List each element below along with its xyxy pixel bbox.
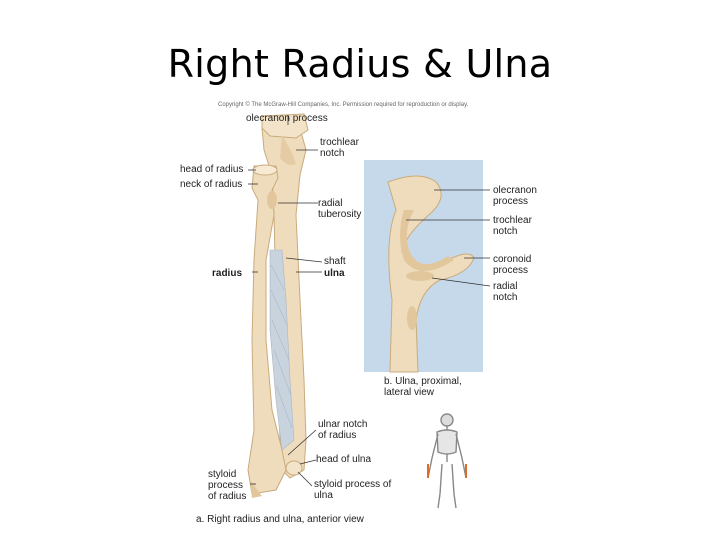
label-trochlear-notch-b: trochlear notch bbox=[493, 215, 543, 237]
caption-panel-b: b. Ulna, proximal, lateral view bbox=[384, 376, 484, 398]
label-ulna: ulna bbox=[324, 268, 345, 279]
label-shaft: shaft bbox=[324, 256, 346, 267]
label-ulnar-notch-of-radius: ulnar notch of radius bbox=[318, 419, 378, 441]
radial-head bbox=[253, 165, 277, 175]
radius-ulna-anterior-view bbox=[248, 114, 308, 498]
skeleton-figure-icon bbox=[428, 414, 466, 508]
label-radius: radius bbox=[212, 268, 242, 279]
label-trochlear-notch-a: trochlear notch bbox=[320, 137, 366, 159]
label-radial-tuberosity: radial tuberosity bbox=[318, 198, 364, 220]
label-radial-notch: radial notch bbox=[493, 281, 537, 303]
label-head-of-radius: head of radius bbox=[180, 164, 243, 175]
ulnar-head bbox=[286, 461, 302, 475]
label-styloid-process-of-radius: styloid process of radius bbox=[208, 469, 254, 502]
label-olecranon-process-b: olecranon process bbox=[493, 185, 549, 207]
label-coronoid-process: coronoid process bbox=[493, 254, 543, 276]
label-neck-of-radius: neck of radius bbox=[180, 179, 242, 190]
radial-tuberosity-mark bbox=[267, 191, 277, 209]
label-styloid-process-of-ulna: styloid process of ulna bbox=[314, 479, 398, 501]
label-olecranon-process-a: olecranon process bbox=[246, 113, 328, 124]
radial-notch-b bbox=[406, 271, 434, 281]
tuberosity-b bbox=[407, 306, 417, 330]
caption-panel-a: a. Right radius and ulna, anterior view bbox=[196, 514, 364, 525]
ulna-lateral-view bbox=[364, 160, 483, 372]
label-head-of-ulna: head of ulna bbox=[316, 454, 371, 465]
